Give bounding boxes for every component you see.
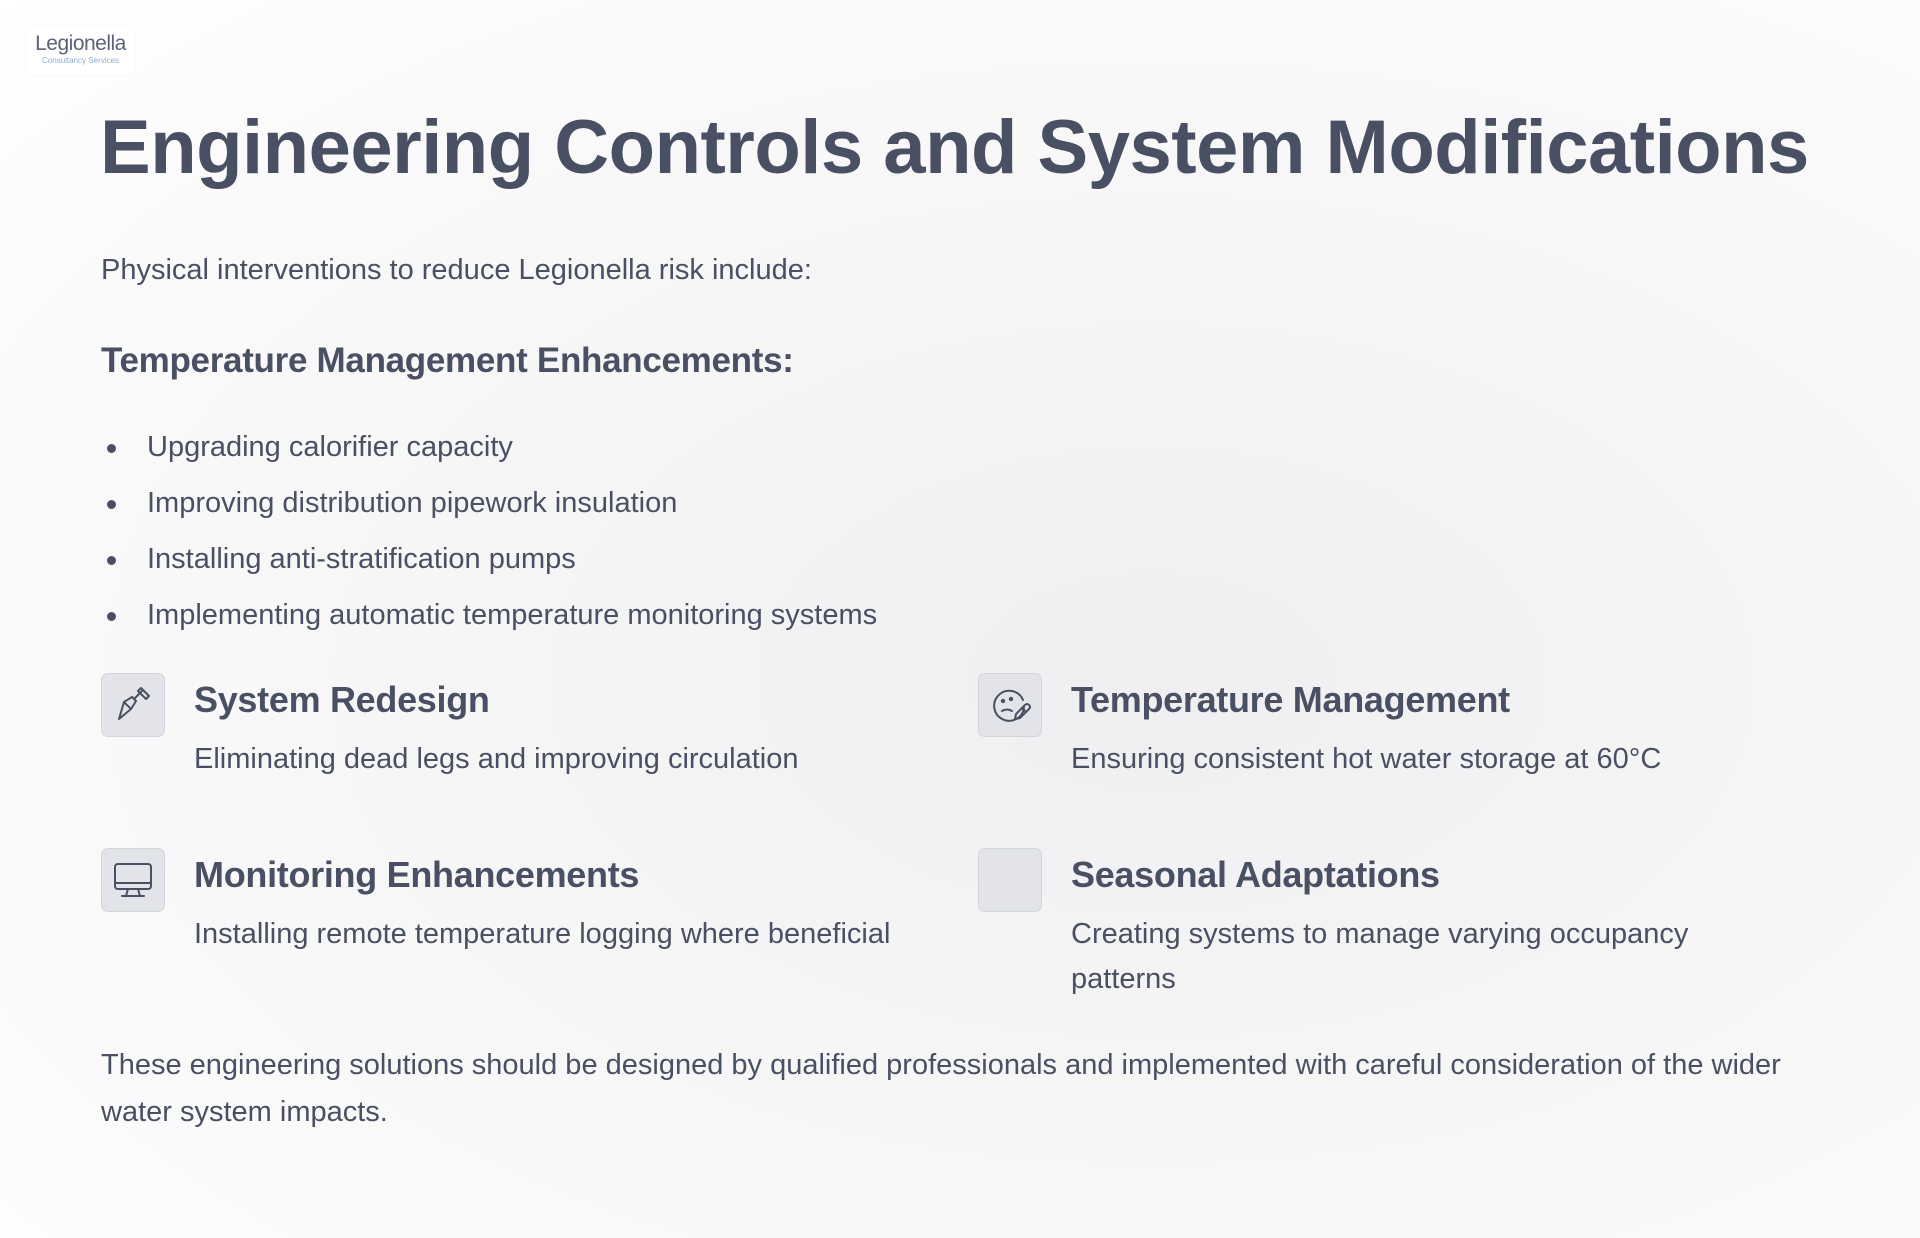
page-title: Engineering Controls and System Modifica…: [100, 105, 1809, 190]
list-item: Installing anti-stratification pumps: [101, 539, 877, 595]
feature-title: Monitoring Enhancements: [194, 854, 640, 895]
bullet-icon: [107, 444, 116, 453]
feature-description: Installing remote temperature logging wh…: [194, 918, 891, 950]
list-item: Improving distribution pipework insulati…: [101, 483, 877, 539]
list-item: Implementing automatic temperature monit…: [101, 595, 877, 651]
blank-icon: [978, 848, 1042, 912]
bullet-icon: [107, 556, 116, 565]
feature-title: Seasonal Adaptations: [1071, 854, 1440, 895]
thermometer-face-icon: [978, 673, 1042, 737]
section-subheading: Temperature Management Enhancements:: [101, 341, 794, 380]
feature-description: Eliminating dead legs and improving circ…: [194, 743, 799, 775]
feature-description: Creating systems to manage varying occup…: [1071, 918, 1689, 995]
bullet-icon: [107, 500, 116, 509]
list-item: Upgrading calorifier capacity: [101, 427, 877, 483]
closing-paragraph: These engineering solutions should be de…: [101, 1049, 1781, 1128]
list-item-text: Installing anti-stratification pumps: [147, 543, 576, 575]
trowel-icon: [101, 673, 165, 737]
feature-title: System Redesign: [194, 679, 490, 720]
feature-description: Ensuring consistent hot water storage at…: [1071, 743, 1662, 775]
list-item-text: Upgrading calorifier capacity: [147, 431, 513, 463]
list-item-text: Implementing automatic temperature monit…: [147, 599, 878, 631]
feature-title: Temperature Management: [1071, 679, 1510, 720]
logo-wordmark: Legionella: [35, 32, 126, 55]
enhancements-list: Upgrading calorifier capacity Improving …: [101, 427, 877, 651]
bullet-icon: [107, 612, 116, 621]
monitor-icon: [101, 848, 165, 912]
intro-text: Physical interventions to reduce Legione…: [101, 254, 812, 286]
list-item-text: Improving distribution pipework insulati…: [147, 487, 678, 519]
company-logo: Legionella Consultancy Services: [27, 26, 134, 75]
logo-tagline: Consultancy Services: [42, 56, 119, 65]
